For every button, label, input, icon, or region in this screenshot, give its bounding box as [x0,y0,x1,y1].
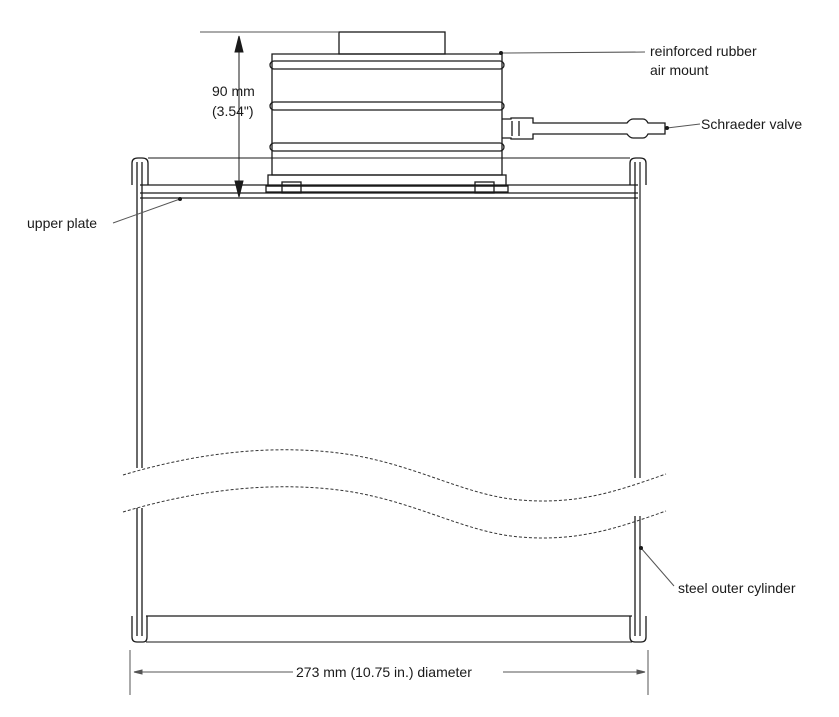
height-dimension [200,31,339,198]
leader-upper-plate [112,198,181,224]
cylinder-lip-bottom-left [131,616,148,643]
label-diameter: 273 mm (10.75 in.) diameter [296,664,472,680]
label-valve: Schraeder valve [701,116,802,132]
top-cap [338,31,446,55]
diameter-dimension [129,650,649,695]
ring-3 [269,142,505,152]
ring-1 [269,60,505,70]
label-upper-plate: upper plate [27,215,97,231]
label-cylinder: steel outer cylinder [678,580,796,596]
mount-foot-plate [265,185,509,193]
break-lines [122,449,667,539]
leader-air-mount [500,51,646,54]
label-air-mount-line1: reinforced rubber [650,43,757,59]
cylinder-lip-bottom-right [629,616,647,643]
schraeder-valve [502,117,666,140]
label-height-in: (3.54") [212,103,254,119]
air-mount-body [271,53,503,176]
cylinder-lip-top-left [131,157,149,185]
ring-2 [269,101,505,111]
label-air-mount-line2: air mount [650,62,708,78]
leader-valve [666,123,701,129]
leader-cylinder [640,547,675,587]
cylinder-lip-top-right [629,157,647,185]
label-height-mm: 90 mm [212,83,255,99]
